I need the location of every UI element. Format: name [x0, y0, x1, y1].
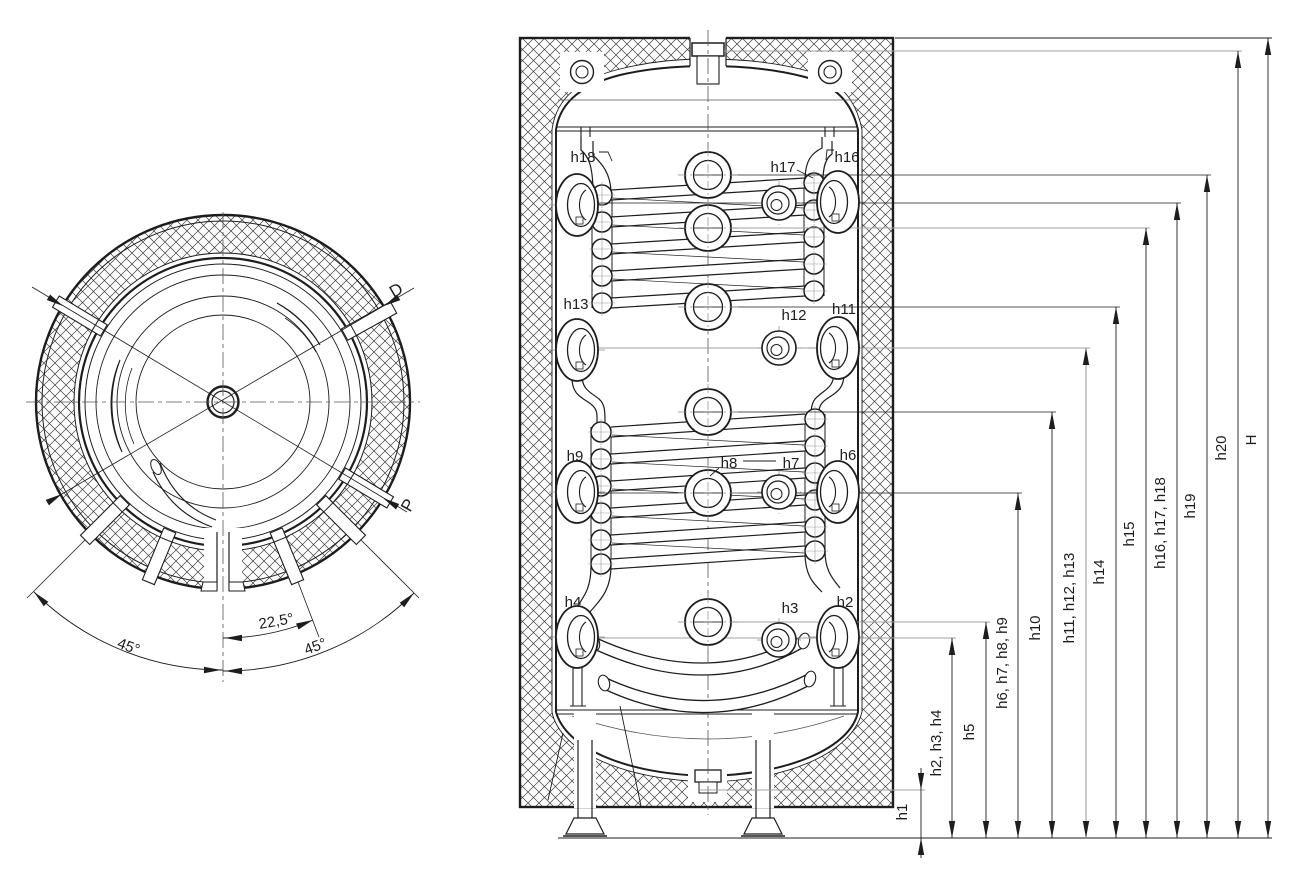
dimension-h1: h1	[894, 768, 925, 858]
dimension-h15: h15	[1121, 228, 1150, 838]
dimension-label-h15: h15	[1121, 521, 1138, 546]
port-label-h13: h13	[563, 296, 588, 313]
foot-left	[563, 712, 607, 837]
angle-middle-label: 22,5°	[257, 610, 295, 633]
dimension-h11-h12-h13: h11, h12, h13	[1061, 348, 1090, 838]
top-view: D P 45° 22,5° 45°	[26, 212, 420, 682]
bottom-tubes	[570, 632, 846, 714]
port-label-h18: h18	[570, 149, 595, 166]
port-label-h7: h7	[783, 455, 800, 472]
top-port-stubs	[51, 295, 398, 586]
angle-right-label: 45°	[302, 635, 329, 659]
dimension-label-h10: h10	[1027, 615, 1044, 640]
dimension-overall-height: H	[1243, 38, 1272, 838]
top-coil-swirls	[110, 302, 321, 528]
port-label-h2: h2	[837, 594, 854, 611]
dimension-h6-h7-h8-h9: h6, h7, h8, h9	[994, 493, 1022, 838]
dimension-label-overall-height: H	[1243, 435, 1260, 446]
dimension-h2-h3-h4: h2, h3, h4	[928, 638, 956, 838]
dimension-h20: h20	[1213, 51, 1242, 838]
port-label-h12: h12	[781, 307, 806, 324]
port-label-h11: h11	[832, 301, 856, 318]
dimension-h10: h10	[1027, 412, 1056, 838]
port-label-h17: h17	[770, 159, 795, 176]
port-label-leaders	[599, 149, 834, 477]
dimension-h14: h14	[1091, 307, 1120, 838]
dimension-label-h20: h20	[1213, 435, 1230, 460]
port-label-h3: h3	[782, 600, 799, 617]
dimension-label-h2-h3-h4: h2, h3, h4	[928, 710, 945, 777]
angle-left-label: 45°	[115, 635, 142, 659]
dimension-h19: h19	[1182, 175, 1211, 838]
port-label-h8: h8	[721, 455, 738, 472]
angle-dimensions: 45° 22,5° 45°	[26, 539, 420, 675]
dimension-label-h1: h1	[894, 804, 911, 821]
foot-right	[741, 712, 785, 837]
height-dimensions: h1 h2, h3, h4 h5 h6, h7, h8, h9 h10 h11,…	[558, 38, 1272, 858]
dimension-h5: h5	[961, 622, 990, 838]
dimension-label-h6-h7-h8-h9: h6, h7, h8, h9	[994, 617, 1011, 709]
dimension-label-h16-h17-h18: h16, h17, h18	[1152, 477, 1169, 569]
dimension-label-h14: h14	[1091, 559, 1108, 584]
dimension-label-h5: h5	[961, 724, 978, 741]
diameter-p-label: P	[397, 496, 419, 515]
port-label-h16: h16	[834, 149, 859, 166]
diameter-d-label: D	[386, 279, 406, 302]
bottom-drain	[688, 768, 727, 802]
dimension-h16-h17-h18: h16, h17, h18	[1152, 203, 1181, 838]
dimension-label-h11-h12-h13: h11, h12, h13	[1061, 553, 1078, 644]
port-labels: h18 h17 h16 h13 h12 h11 h9 h8 h7 h6 h4 h…	[563, 149, 859, 617]
port-label-h4: h4	[565, 594, 582, 611]
lifting-lug-right	[808, 52, 852, 92]
port-label-h6: h6	[840, 447, 857, 464]
front-view: h18 h17 h16 h13 h12 h11 h9 h8 h7 h6 h4 h…	[518, 30, 1272, 837]
dimension-label-h19: h19	[1182, 493, 1199, 518]
port-label-h9: h9	[567, 448, 584, 465]
lifting-lug-left	[560, 52, 604, 92]
